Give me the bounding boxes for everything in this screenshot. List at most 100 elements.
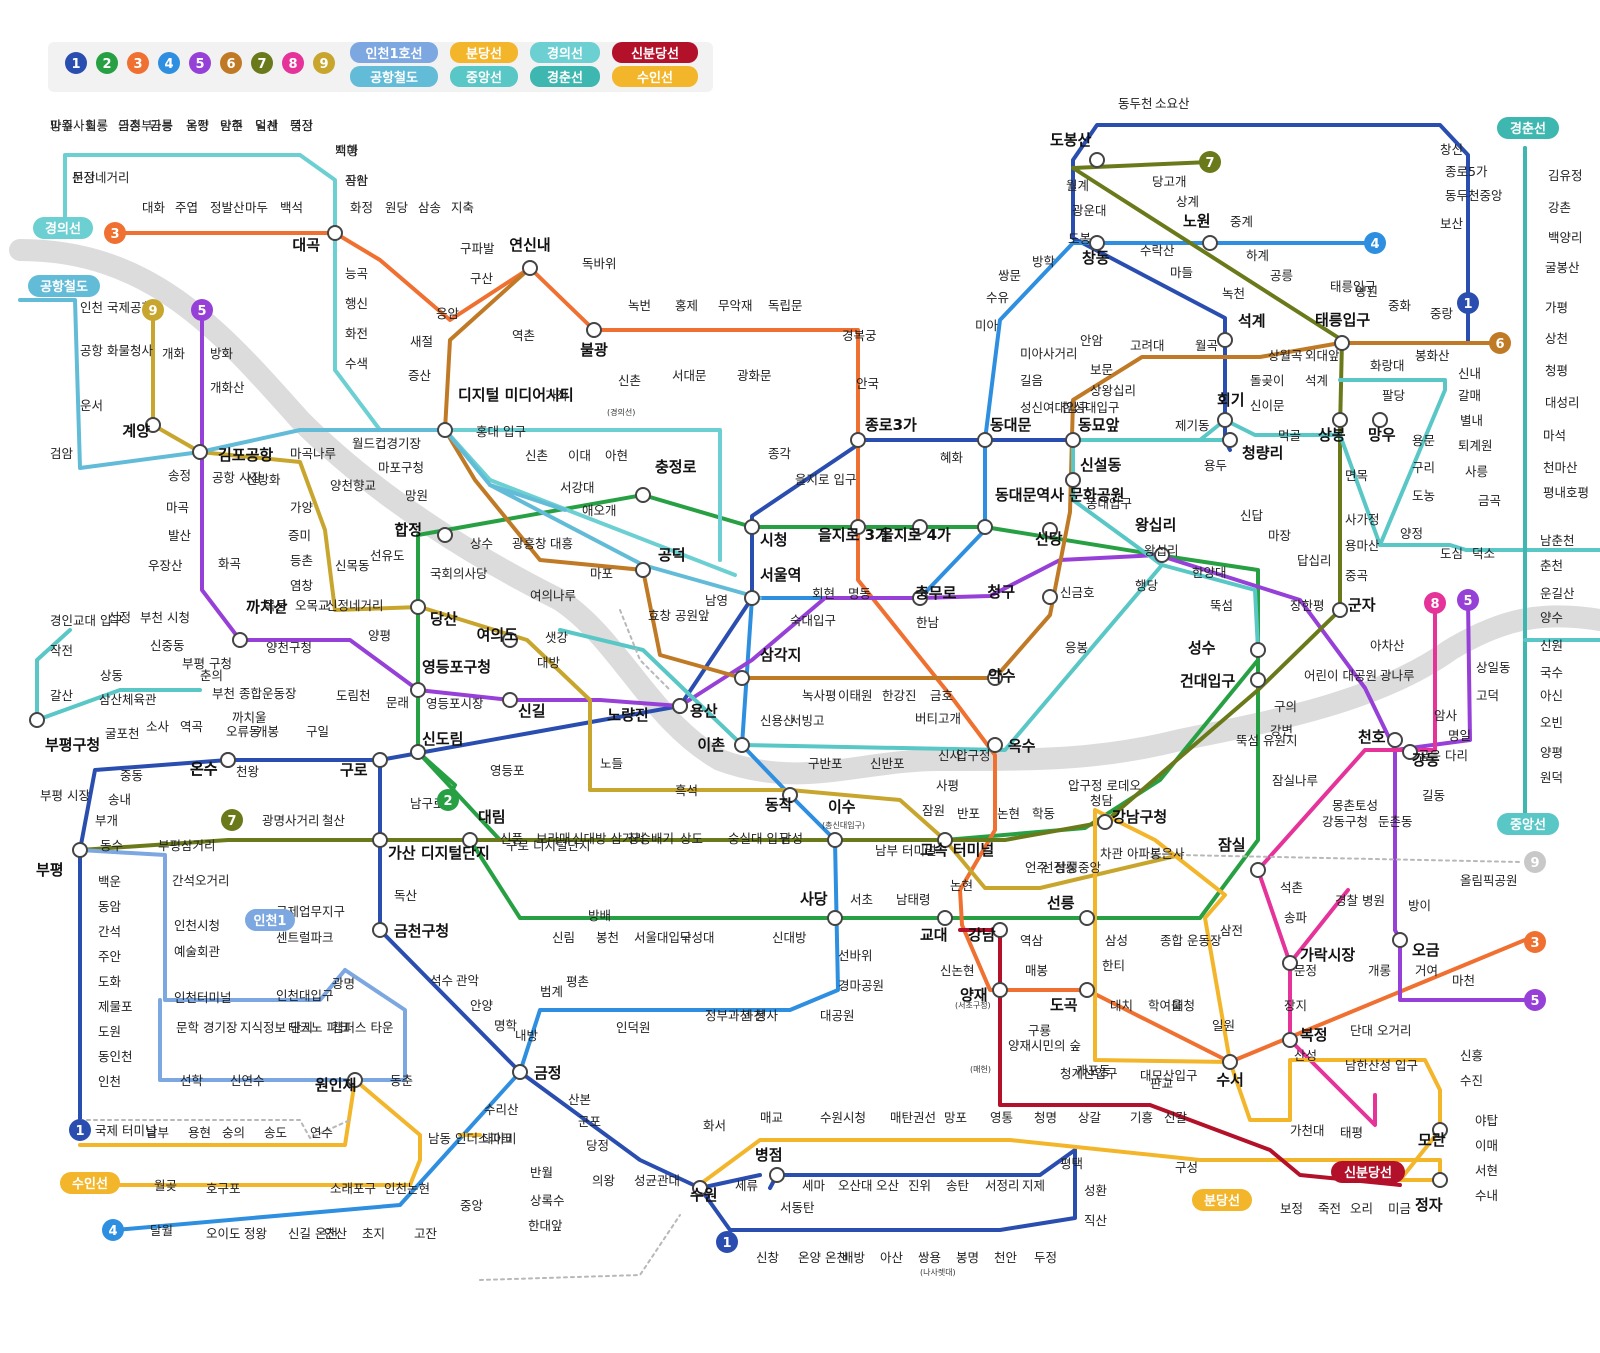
station-label[interactable]: 신대방 삼거리 [572,831,645,846]
station-label[interactable]: 양평 [368,628,391,643]
station-label[interactable]: 몽촌토성 [1332,798,1378,813]
transfer-station-marker[interactable] [692,1180,708,1196]
station-label[interactable]: 내방 [515,1028,539,1043]
station-label[interactable]: 망월사 [50,118,85,133]
station-label[interactable]: 지축 [451,200,474,215]
transfer-station-marker[interactable] [192,444,208,460]
station-label[interactable]: 신풍 [500,831,523,846]
station-label-major[interactable]: 가산 디지털단지 [388,844,490,862]
station-label[interactable]: 언주 [1025,860,1048,875]
station-label[interactable]: 뚝섬 [1210,598,1233,613]
station-label[interactable]: 여의나루 [530,588,576,603]
station-label[interactable]: 서정리 [985,1178,1020,1193]
station-label[interactable]: 서울대입구 [634,930,692,945]
station-label[interactable]: 서초 [850,892,873,907]
station-label[interactable]: 경마공원 [838,978,884,993]
station-label[interactable]: 서빙고 [790,713,825,728]
station-label[interactable]: 삼성 [1105,933,1128,948]
station-label-major[interactable]: 강남구청 [1112,808,1167,826]
station-label-major[interactable]: 부평 [36,861,64,879]
station-label-major[interactable]: 노원 [1183,212,1211,230]
station-label[interactable]: 송정 [168,468,191,483]
station-label[interactable]: 갈매 [1458,388,1481,403]
transfer-station-marker[interactable] [1154,547,1170,563]
station-label[interactable]: 마포구청 [378,460,424,475]
station-label[interactable]: 우장산 [148,558,183,573]
transfer-station-marker[interactable] [1282,1032,1298,1048]
station-label[interactable]: 문정 [1294,963,1317,978]
transfer-station-marker[interactable] [1250,642,1266,658]
station-label[interactable]: 영통 [990,1110,1013,1125]
transfer-station-marker[interactable] [1222,432,1238,448]
station-label[interactable]: 부개 [95,813,118,828]
station-label[interactable]: 백마 [335,143,359,158]
station-label-major[interactable]: 회기 [1217,391,1245,409]
station-label[interactable]: 염창 [290,578,314,593]
station-label[interactable]: 센트럴파크 [276,930,334,945]
station-label[interactable]: 매봉 [1025,963,1048,978]
station-label[interactable]: 중랑 [1430,306,1454,321]
station-label[interactable]: 증미 [288,528,311,543]
station-label[interactable]: 정발산 [210,200,245,215]
transfer-station-marker[interactable] [512,1064,528,1080]
station-label[interactable]: 어린이 대공원 [1304,668,1377,683]
station-label[interactable]: 명동 [848,586,871,601]
station-label[interactable]: 남성 [780,831,803,846]
station-label[interactable]: 능곡 [345,266,368,281]
station-label[interactable]: 마천 [1452,973,1475,988]
station-label-major[interactable]: 가락시장 [1300,946,1355,964]
station-label-major[interactable]: 강동 [1412,751,1440,769]
station-label[interactable]: 삼산체육관 [99,692,157,707]
station-label[interactable]: 용두 [1204,458,1227,473]
station-label[interactable]: 부천 시청 [140,610,190,625]
station-label[interactable]: 이대 [568,448,591,463]
station-label[interactable]: 이매 [1475,1138,1498,1153]
station-label-major[interactable]: 수원 [690,1186,718,1204]
station-label[interactable]: 망포 [944,1110,967,1125]
station-label[interactable]: 아신 [1540,688,1563,703]
station-label[interactable]: 동대입구 [1086,496,1132,511]
station-label[interactable]: 구로 디지털단지 [506,838,590,853]
station-label-major[interactable]: 김포공항 [218,446,273,464]
station-label-major[interactable]: 당산 [430,610,458,628]
station-label[interactable]: 녹번 [628,298,651,313]
station-label[interactable]: 배방 [842,1250,866,1265]
station-label[interactable]: 대청 [1172,998,1195,1013]
station-label[interactable]: 오목교 [295,598,330,613]
station-label[interactable]: 대모산입구 [1140,1068,1198,1083]
transfer-station-marker[interactable] [522,260,538,276]
station-label[interactable]: 외대앞 [1305,348,1340,363]
station-label[interactable]: 애오개 [582,503,617,518]
station-label[interactable]: 가능 [150,118,173,133]
station-label[interactable]: 한성대입구 [1062,400,1120,415]
station-label[interactable]: 둔촌동 [1378,814,1413,829]
station-label[interactable]: 공항 시장 [212,470,262,485]
station-label[interactable]: 화랑대 [1370,358,1405,373]
transfer-station-marker[interactable] [635,562,651,578]
station-label[interactable]: 성균관대 [634,1173,680,1188]
station-label[interactable]: 논현 [997,806,1020,821]
transfer-station-marker[interactable] [992,982,1008,998]
station-label[interactable]: 양천구청 [266,640,312,655]
station-label[interactable]: 새절 [410,334,433,349]
station-label[interactable]: 구일 [306,724,329,739]
station-label-major[interactable]: 계양 [122,422,150,440]
transfer-station-marker[interactable] [232,632,248,648]
station-label[interactable]: 이태원 [838,688,873,703]
station-label[interactable]: 동수 [100,838,123,853]
station-label[interactable]: 당정 [586,1138,609,1153]
station-label[interactable]: 작전 [50,643,73,658]
station-label[interactable]: 녹사평 [802,688,837,703]
station-label[interactable]: 부평삼거리 [158,838,216,853]
station-label[interactable]: 선유도 [370,548,405,563]
station-label-major[interactable]: 병점 [755,1146,783,1164]
station-label[interactable]: 아차산 [1370,638,1405,653]
transfer-station-marker[interactable] [937,910,953,926]
station-label[interactable]: 오산대 [838,1178,873,1193]
station-label[interactable]: 삼전 [1220,923,1243,938]
station-label[interactable]: 봉명 [956,1250,979,1265]
station-label[interactable]: 방배 [588,908,611,923]
station-label[interactable]: 상도 [680,831,703,846]
station-label[interactable]: 양평 [1540,745,1563,760]
station-label-major[interactable]: 온수 [190,760,218,778]
